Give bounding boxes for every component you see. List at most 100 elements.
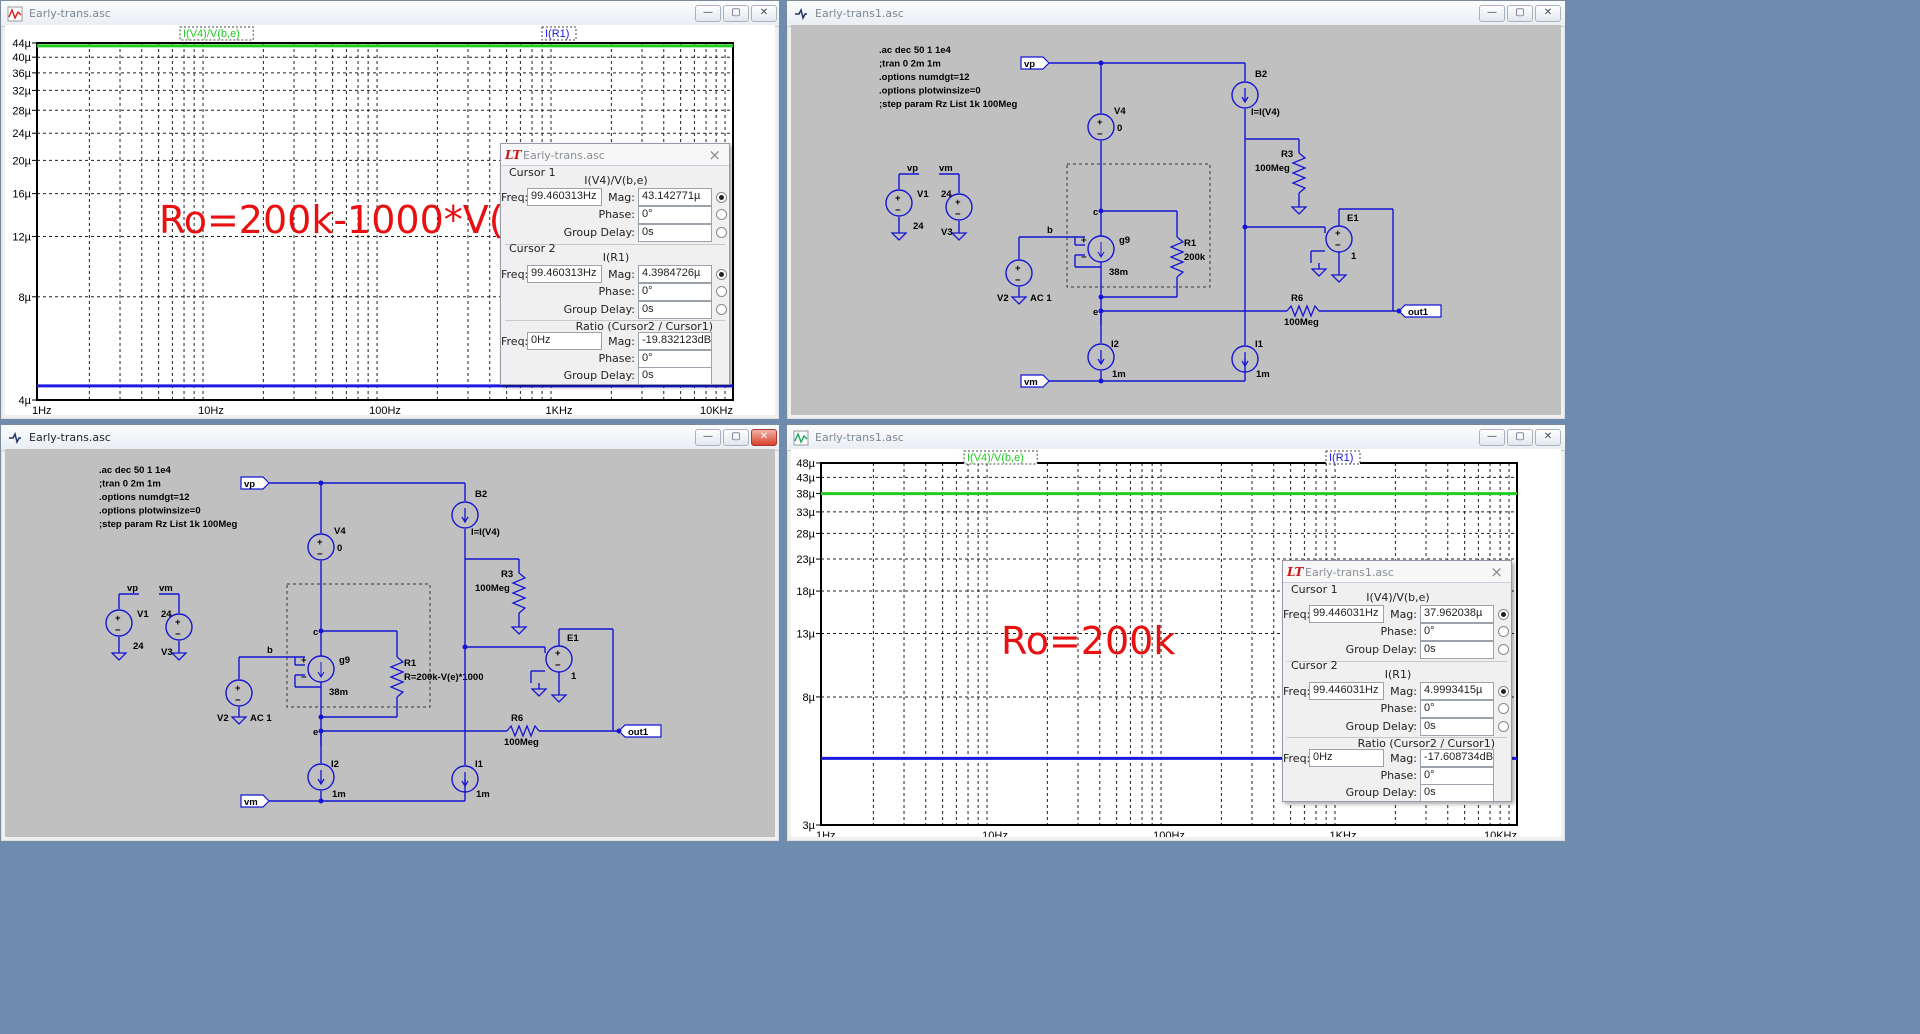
cursor2-mag-radio[interactable]	[716, 269, 727, 280]
cursor1-mag-radio[interactable]	[716, 192, 727, 203]
minimize-button[interactable]: —	[695, 5, 721, 22]
ratio-freq-field[interactable]: 0Hz	[1309, 749, 1384, 767]
ratio-mag-field[interactable]: -17.608734dB	[1420, 749, 1494, 767]
ground-symbol	[230, 716, 248, 725]
cursor2-mag-field[interactable]: 4.3984726µ	[638, 265, 712, 283]
I2-source	[307, 763, 335, 791]
transistor-model-box	[286, 583, 431, 708]
legend-label: I(R1)	[1329, 452, 1353, 464]
close-button[interactable]: ✕	[1535, 429, 1561, 446]
cursor2-mag-radio[interactable]	[1498, 686, 1509, 697]
dialog-title-bar[interactable]: LT Early-trans1.asc ×	[1283, 561, 1511, 583]
minus-sign: −	[115, 625, 121, 636]
minus-sign: −	[1335, 240, 1341, 251]
cursor1-group-delay-radio[interactable]	[1498, 644, 1509, 655]
V4-value: 0	[1117, 123, 1122, 134]
x-tick-label: 100Hz	[369, 405, 401, 415]
cursor1-phase-radio[interactable]	[716, 209, 727, 220]
schematic-icon	[9, 431, 21, 445]
close-button[interactable]: ✕	[751, 5, 777, 22]
cursor2-phase-radio[interactable]	[1498, 703, 1509, 714]
ratio-group-delay-field[interactable]: 0s	[1420, 784, 1494, 802]
ratio-phase-field[interactable]: 0°	[638, 350, 712, 368]
minimize-button[interactable]: —	[695, 429, 721, 446]
cursor1-heading: Cursor 1	[1291, 583, 1338, 596]
cursor-dialog[interactable]: LT Early-trans1.asc × Cursor 1 I(V4)/V(b…	[1282, 560, 1512, 802]
title-bar[interactable]: Early-trans1.asc — ▢ ✕	[787, 1, 1565, 27]
dialog-title-bar[interactable]: LT Early-trans.asc ×	[501, 144, 729, 166]
close-icon[interactable]: ×	[708, 146, 721, 164]
R3-label: R3	[1281, 149, 1293, 160]
V2-value: AC 1	[250, 713, 272, 724]
y-tick-label: 4µ	[19, 395, 32, 407]
cursor2-group-delay-field[interactable]: 0s	[638, 301, 712, 319]
close-button[interactable]: ✕	[1535, 5, 1561, 22]
ratio-phase-field[interactable]: 0°	[1420, 767, 1494, 785]
maximize-button[interactable]: ▢	[723, 429, 749, 446]
vm-net-flag	[1020, 374, 1050, 388]
maximize-button[interactable]: ▢	[1507, 5, 1533, 22]
cursor1-group-delay-field[interactable]: 0s	[638, 224, 712, 242]
cursor1-mag-field[interactable]: 37.962038µ	[1420, 605, 1494, 623]
mag-label: Mag:	[608, 268, 635, 281]
schematic-canvas[interactable]: .ac dec 50 1 1e4;tran 0 2m 1m.options nu…	[5, 449, 775, 837]
plot-frame	[820, 462, 1518, 826]
minimize-button[interactable]: —	[1479, 429, 1505, 446]
cursor2-group-delay-radio[interactable]	[1498, 721, 1509, 732]
schematic-pane[interactable]: .ac dec 50 1 1e4;tran 0 2m 1m.options nu…	[5, 449, 775, 837]
cursor2-phase-field[interactable]: 0°	[638, 283, 712, 301]
title-bar[interactable]: Early-trans1.asc — ▢ ✕	[787, 425, 1565, 451]
vm-label: vm	[939, 163, 953, 174]
R1-label: R1	[1184, 238, 1197, 249]
junction-dot	[1396, 308, 1402, 314]
cursor1-phase-field[interactable]: 0°	[1420, 623, 1494, 641]
schematic-pane[interactable]: .ac dec 50 1 1e4;tran 0 2m 1m.options nu…	[791, 25, 1561, 415]
cursor2-freq-field[interactable]: 99.460313Hz	[527, 265, 602, 283]
cursor-dialog[interactable]: LT Early-trans.asc × Cursor 1 I(V4)/V(b,…	[500, 143, 730, 385]
legend-item[interactable]: I(V4)/V(b,e)	[179, 26, 254, 41]
cursor1-freq-field[interactable]: 99.446031Hz	[1309, 605, 1384, 623]
cursor2-phase-radio[interactable]	[716, 286, 727, 297]
title-bar[interactable]: Early-trans.asc — ▢ ✕	[1, 1, 779, 27]
cursor1-phase-field[interactable]: 0°	[638, 206, 712, 224]
V2-label: V2	[217, 713, 229, 724]
legend-item[interactable]: I(R1)	[1325, 450, 1361, 465]
ratio-group-delay-field[interactable]: 0s	[638, 367, 712, 385]
cursor2-freq-field[interactable]: 99.446031Hz	[1309, 682, 1384, 700]
cursor1-phase-radio[interactable]	[1498, 626, 1509, 637]
cursor1-mag-radio[interactable]	[1498, 609, 1509, 620]
ground-symbol	[530, 688, 548, 697]
e-node-label: e	[1093, 307, 1098, 318]
schematic-window-early-trans[interactable]: Early-trans.asc — ▢ ✕ .ac dec 50 1 1e4;t…	[0, 424, 780, 842]
y-tick-label: 43µ	[796, 472, 815, 484]
ratio-mag-field[interactable]: -19.832123dB	[638, 332, 712, 350]
cursor2-phase-field[interactable]: 0°	[1420, 700, 1494, 718]
phase-label: Phase:	[1380, 702, 1417, 715]
R6-label: R6	[511, 713, 523, 724]
c-node-label: c	[1093, 207, 1098, 218]
cursor1-mag-field[interactable]: 43.142771µ	[638, 188, 712, 206]
V2-label: V2	[997, 293, 1009, 304]
cursor1-group-delay-radio[interactable]	[716, 227, 727, 238]
legend-item[interactable]: I(V4)/V(b,e)	[963, 450, 1038, 465]
current-arrow	[1241, 88, 1249, 104]
cursor2-mag-field[interactable]: 4.9993415µ	[1420, 682, 1494, 700]
ratio-freq-field[interactable]: 0Hz	[527, 332, 602, 350]
maximize-button[interactable]: ▢	[723, 5, 749, 22]
cursor2-group-delay-field[interactable]: 0s	[1420, 718, 1494, 736]
title-bar[interactable]: Early-trans.asc — ▢ ✕	[1, 425, 779, 451]
x-tick-label: 1Hz	[32, 405, 52, 415]
close-icon[interactable]: ×	[1490, 563, 1503, 581]
minimize-button[interactable]: —	[1479, 5, 1505, 22]
maximize-button[interactable]: ▢	[1507, 429, 1533, 446]
vm-net-flag-label: vm	[244, 797, 258, 808]
cursor1-freq-field[interactable]: 99.460313Hz	[527, 188, 602, 206]
schematic-window-early-trans1[interactable]: Early-trans1.asc — ▢ ✕ .ac dec 50 1 1e4;…	[786, 0, 1566, 420]
schematic-canvas[interactable]: .ac dec 50 1 1e4;tran 0 2m 1m.options nu…	[791, 25, 1561, 415]
cursor2-group-delay-radio[interactable]	[716, 304, 727, 315]
legend-item[interactable]: I(R1)	[541, 26, 577, 41]
close-button[interactable]: ✕	[751, 429, 777, 446]
cursor1-group-delay-field[interactable]: 0s	[1420, 641, 1494, 659]
current-arrow	[317, 770, 325, 786]
